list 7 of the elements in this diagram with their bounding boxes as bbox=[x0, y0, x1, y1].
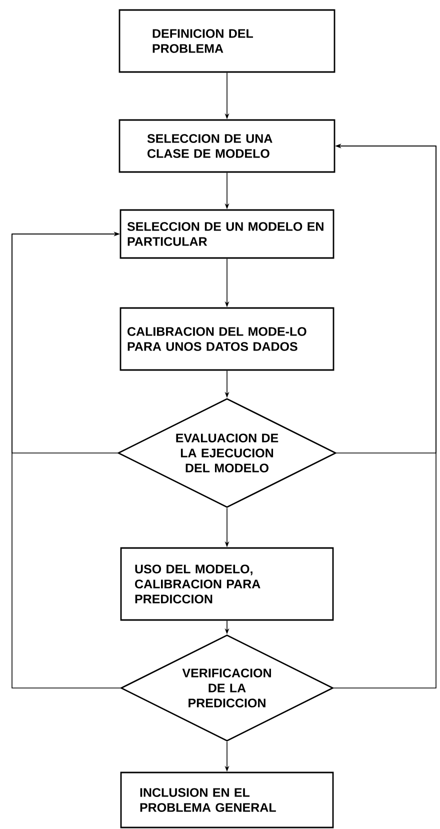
process-box: DEFINICION DEL PROBLEMA bbox=[118, 9, 336, 73]
process-box: USO DEL MODELO, CALIBRACION PARA PREDICCION bbox=[120, 547, 334, 621]
process-box: SELECCION DE UNA CLASE DE MODELO bbox=[118, 119, 336, 173]
process-box: SELECCION DE UN MODELO EN PARTICULAR bbox=[120, 209, 334, 259]
process-box: INCLUSION EN EL PROBLEMA GENERAL bbox=[120, 772, 334, 828]
process-box: CALIBRACION DEL MODE-LO PARA UNOS DATOS DADOS bbox=[120, 307, 334, 371]
arrow bbox=[12, 232, 121, 688]
